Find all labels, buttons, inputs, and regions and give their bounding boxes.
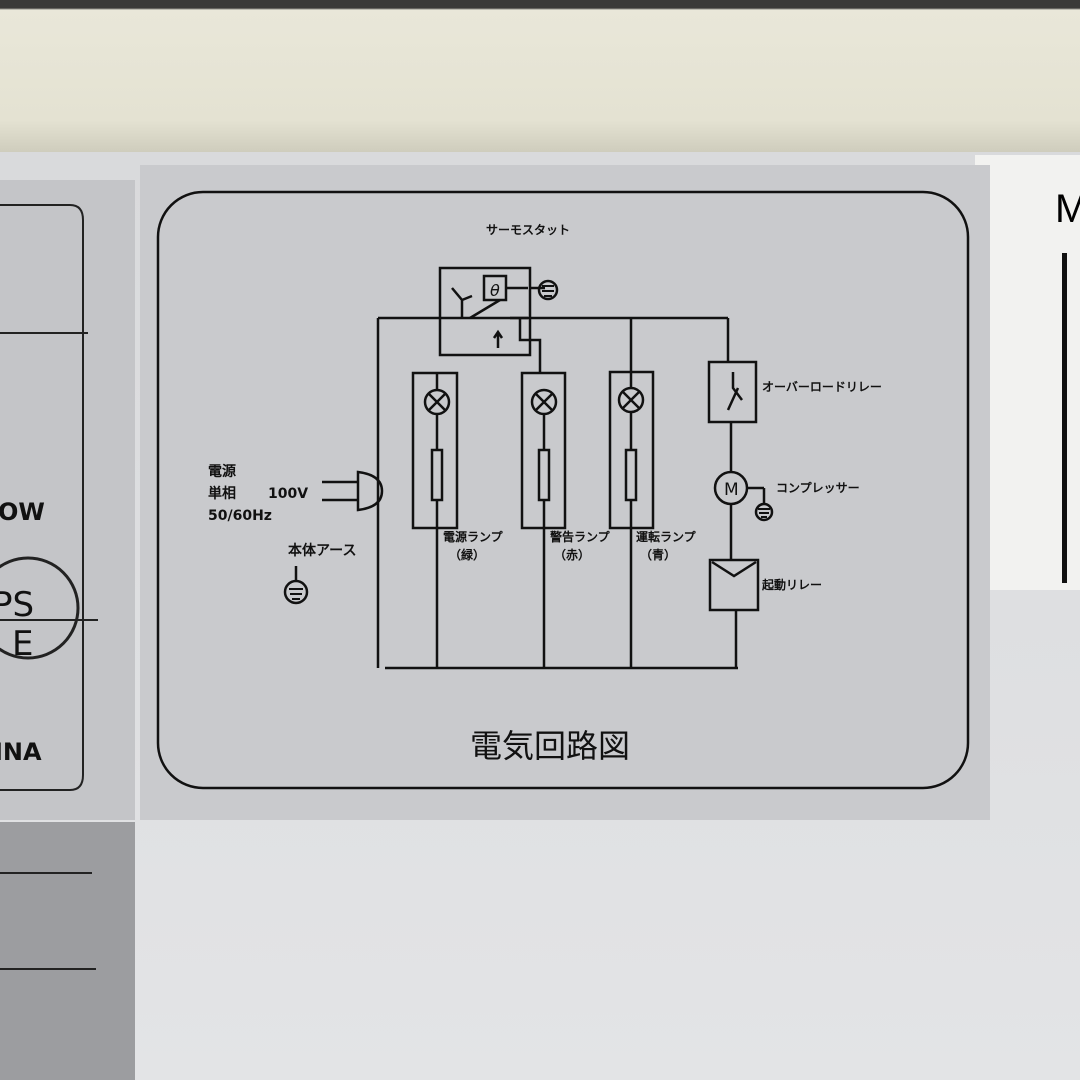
left-spec-label-art: OW PS E INA [0,204,98,791]
compressor-m: M [724,480,739,500]
voltage-label: 100V [268,486,308,502]
compressor-label: コンプレッサー [776,480,860,495]
label-border [156,190,970,790]
start-relay-box [708,558,760,612]
thermostat-label: サーモスタット [486,223,570,237]
left-label-text-ow: OW [0,498,45,526]
start-relay-label: 起動リレー [761,577,822,592]
power-plug-symbol [356,470,384,512]
overload-relay-label: オーバーロードリレー [762,380,882,394]
overload-relay-box [707,360,758,424]
diagram-title: 電気回路図 [470,727,630,765]
lamp-power-label: 電源ランプ [443,529,504,544]
lamp-warning-symbol [520,371,567,668]
thermostat-theta: θ [490,281,500,300]
lamp-power-color: （緑） [449,547,485,562]
power-source-label: 電源 [208,463,236,480]
lamp-run-color: （青） [640,547,676,562]
left-dark-panel [0,822,135,1080]
lamp-run-label: 運転ランプ [636,529,697,544]
thermostat-box [438,266,532,357]
single-phase-label: 単相 [208,485,236,502]
thermostat-earth-icon [537,279,559,301]
lamp-power-symbol [411,371,459,668]
lamp-run-symbol [608,318,655,668]
pse-mark-bottom: E [12,624,33,664]
body-earth-label: 本体アース [288,542,356,559]
left-label-text-ina: INA [0,738,42,766]
right-paper-label: M [975,155,1080,590]
left-spec-label: OW PS E INA [0,180,135,820]
pse-mark-top: PS [0,585,34,625]
right-label-text: M [1055,187,1080,231]
lamp-warning-color: （赤） [554,547,590,562]
frequency-label: 50/60Hz [208,508,272,524]
appliance-top-panel [0,0,1080,152]
lamp-warning-label: 警告ランプ [549,529,611,544]
